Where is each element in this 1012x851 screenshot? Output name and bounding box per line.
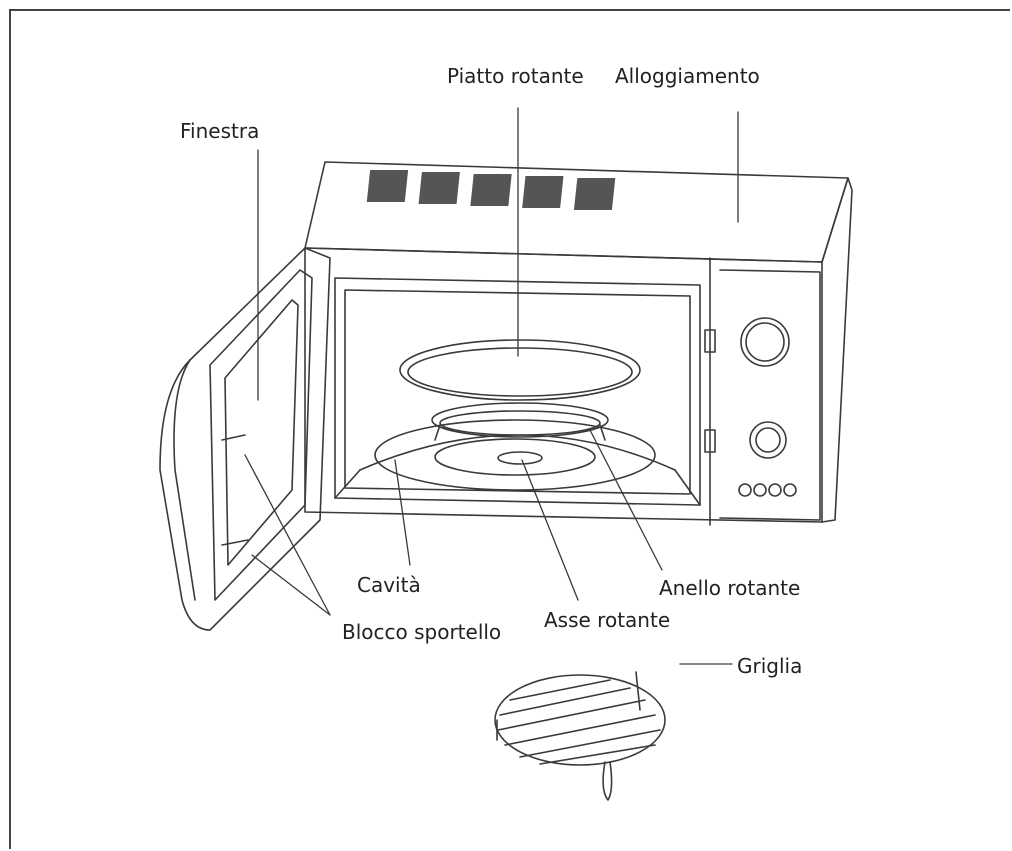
label-cavita: Cavità — [357, 573, 421, 597]
label-alloggiamento: Alloggiamento — [615, 64, 760, 88]
turntable — [399, 339, 641, 441]
label-blocco-sportello: Blocco sportello — [342, 620, 502, 644]
leader-anello — [589, 429, 663, 571]
leader-cavita — [394, 459, 411, 566]
cavity — [334, 277, 701, 506]
vent-slots — [366, 170, 616, 210]
leader-lines — [244, 107, 739, 665]
leader-blocco-2 — [251, 554, 331, 616]
label-griglia: Griglia — [737, 654, 803, 678]
door — [159, 247, 331, 631]
figure-frame — [9, 9, 1010, 849]
label-anello-rotante: Anello rotante — [659, 576, 801, 600]
leader-asse — [521, 459, 579, 601]
label-piatto-rotante: Piatto rotante — [447, 64, 584, 88]
label-finestra: Finestra — [180, 119, 260, 143]
control-panel — [704, 269, 821, 521]
label-asse-rotante: Asse rotante — [544, 608, 671, 632]
housing — [304, 161, 853, 526]
leader-blocco-1 — [244, 454, 331, 616]
grill-rack — [494, 671, 666, 801]
